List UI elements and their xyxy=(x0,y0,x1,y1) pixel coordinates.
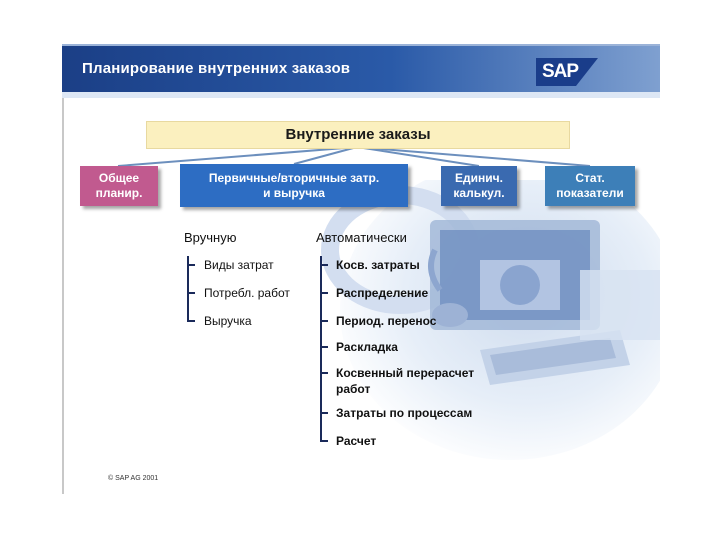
header-top-line xyxy=(62,44,660,46)
node-unit-costing: Единич.калькул. xyxy=(441,166,517,206)
automatic-item: Косвенный перерасчет xyxy=(336,366,475,380)
manual-item: Виды затрат xyxy=(204,258,274,272)
sap-logo-text: SAP xyxy=(542,61,579,82)
manual-branch-line xyxy=(187,256,189,322)
automatic-item: работ xyxy=(336,382,371,396)
manual-tick xyxy=(187,264,195,266)
automatic-tick xyxy=(320,372,328,374)
manual-heading: Вручную xyxy=(184,230,237,245)
automatic-tick xyxy=(320,264,328,266)
node-statistical-indicators: Стат.показатели xyxy=(545,166,635,206)
sap-logo: SAP xyxy=(536,58,598,86)
root-node-internal-orders: Внутренние заказы xyxy=(146,121,570,149)
copyright-notice: © SAP AG 2001 xyxy=(108,475,159,482)
header-band xyxy=(62,92,660,98)
computer-illustration xyxy=(321,180,660,460)
manual-tick xyxy=(187,320,195,322)
automatic-tick xyxy=(320,346,328,348)
automatic-item: Косв. затраты xyxy=(336,258,420,272)
automatic-tick xyxy=(320,320,328,322)
automatic-heading: Автоматически xyxy=(316,230,407,245)
manual-tick xyxy=(187,292,195,294)
automatic-item: Раскладка xyxy=(336,340,398,354)
node-primary-secondary-costs: Первичные/вторичные затр.и выручка xyxy=(180,164,408,207)
manual-item: Выручка xyxy=(204,314,252,328)
slide-title: Планирование внутренних заказов xyxy=(82,60,351,77)
automatic-item: Распределение xyxy=(336,286,429,300)
automatic-tick xyxy=(320,292,328,294)
automatic-tick xyxy=(320,412,328,414)
automatic-item: Затраты по процессам xyxy=(336,406,473,420)
manual-item: Потребл. работ xyxy=(204,286,290,300)
automatic-item: Период. перенос xyxy=(336,314,437,328)
automatic-item: Расчет xyxy=(336,434,377,448)
automatic-tick xyxy=(320,440,328,442)
automatic-branch-line xyxy=(320,256,322,442)
